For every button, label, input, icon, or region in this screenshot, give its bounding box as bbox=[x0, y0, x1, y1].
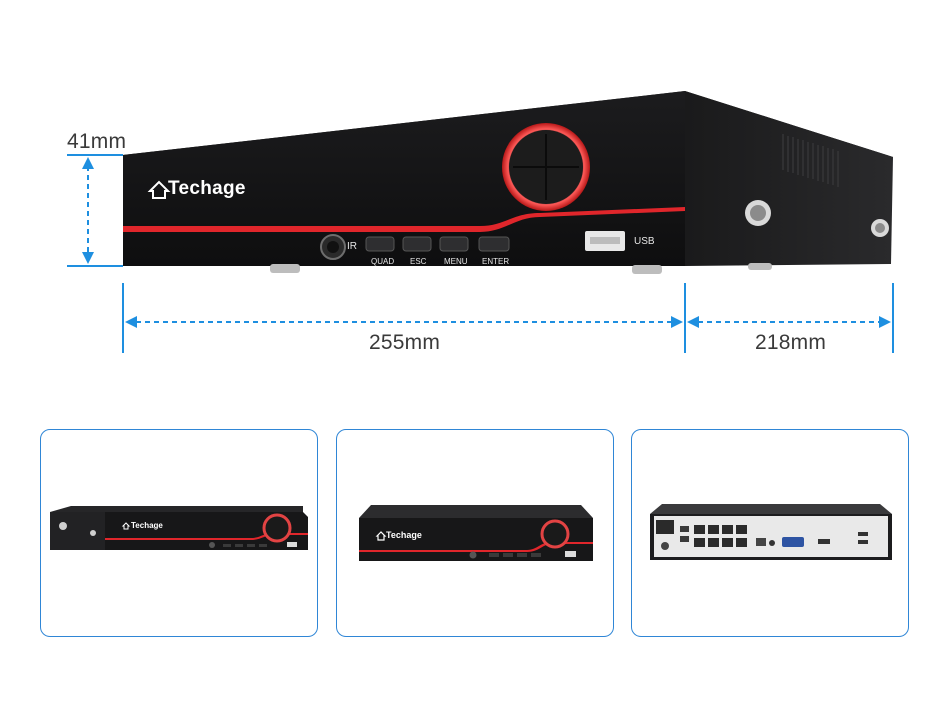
brand-logo-mark bbox=[147, 180, 171, 199]
thumb-front-drawing bbox=[359, 505, 593, 561]
height-dimension-label: 41mm bbox=[67, 130, 127, 153]
case-side bbox=[685, 91, 893, 266]
red-accent-stripe bbox=[123, 207, 685, 232]
thumb-rear-drawing bbox=[650, 504, 892, 560]
thumb-side-brand: Techage bbox=[131, 521, 163, 530]
thumbnail-side-view[interactable]: Techage bbox=[40, 429, 318, 637]
button-label-esc: ESC bbox=[410, 257, 427, 266]
thumb-side-drawing bbox=[50, 506, 308, 550]
button-label-quad: QUAD bbox=[371, 257, 395, 266]
usb-label: USB bbox=[634, 236, 655, 247]
ir-label: IR bbox=[347, 241, 357, 252]
main-product-view bbox=[123, 91, 893, 274]
depth-dimension-label: 218mm bbox=[755, 331, 827, 354]
thumbnail-rear-view[interactable] bbox=[631, 429, 909, 637]
thumbnail-front-view[interactable]: Techage bbox=[336, 429, 614, 637]
dimension-lines bbox=[67, 154, 894, 353]
thumb-front-brand: Techage bbox=[386, 530, 422, 540]
button-label-menu: MENU bbox=[444, 257, 468, 266]
side-vents bbox=[782, 134, 839, 187]
nvr-main-drawing bbox=[123, 91, 893, 274]
button-label-enter: ENTER bbox=[482, 257, 510, 266]
brand-logo: Techage bbox=[168, 178, 246, 199]
width-dimension-label: 255mm bbox=[369, 331, 441, 354]
